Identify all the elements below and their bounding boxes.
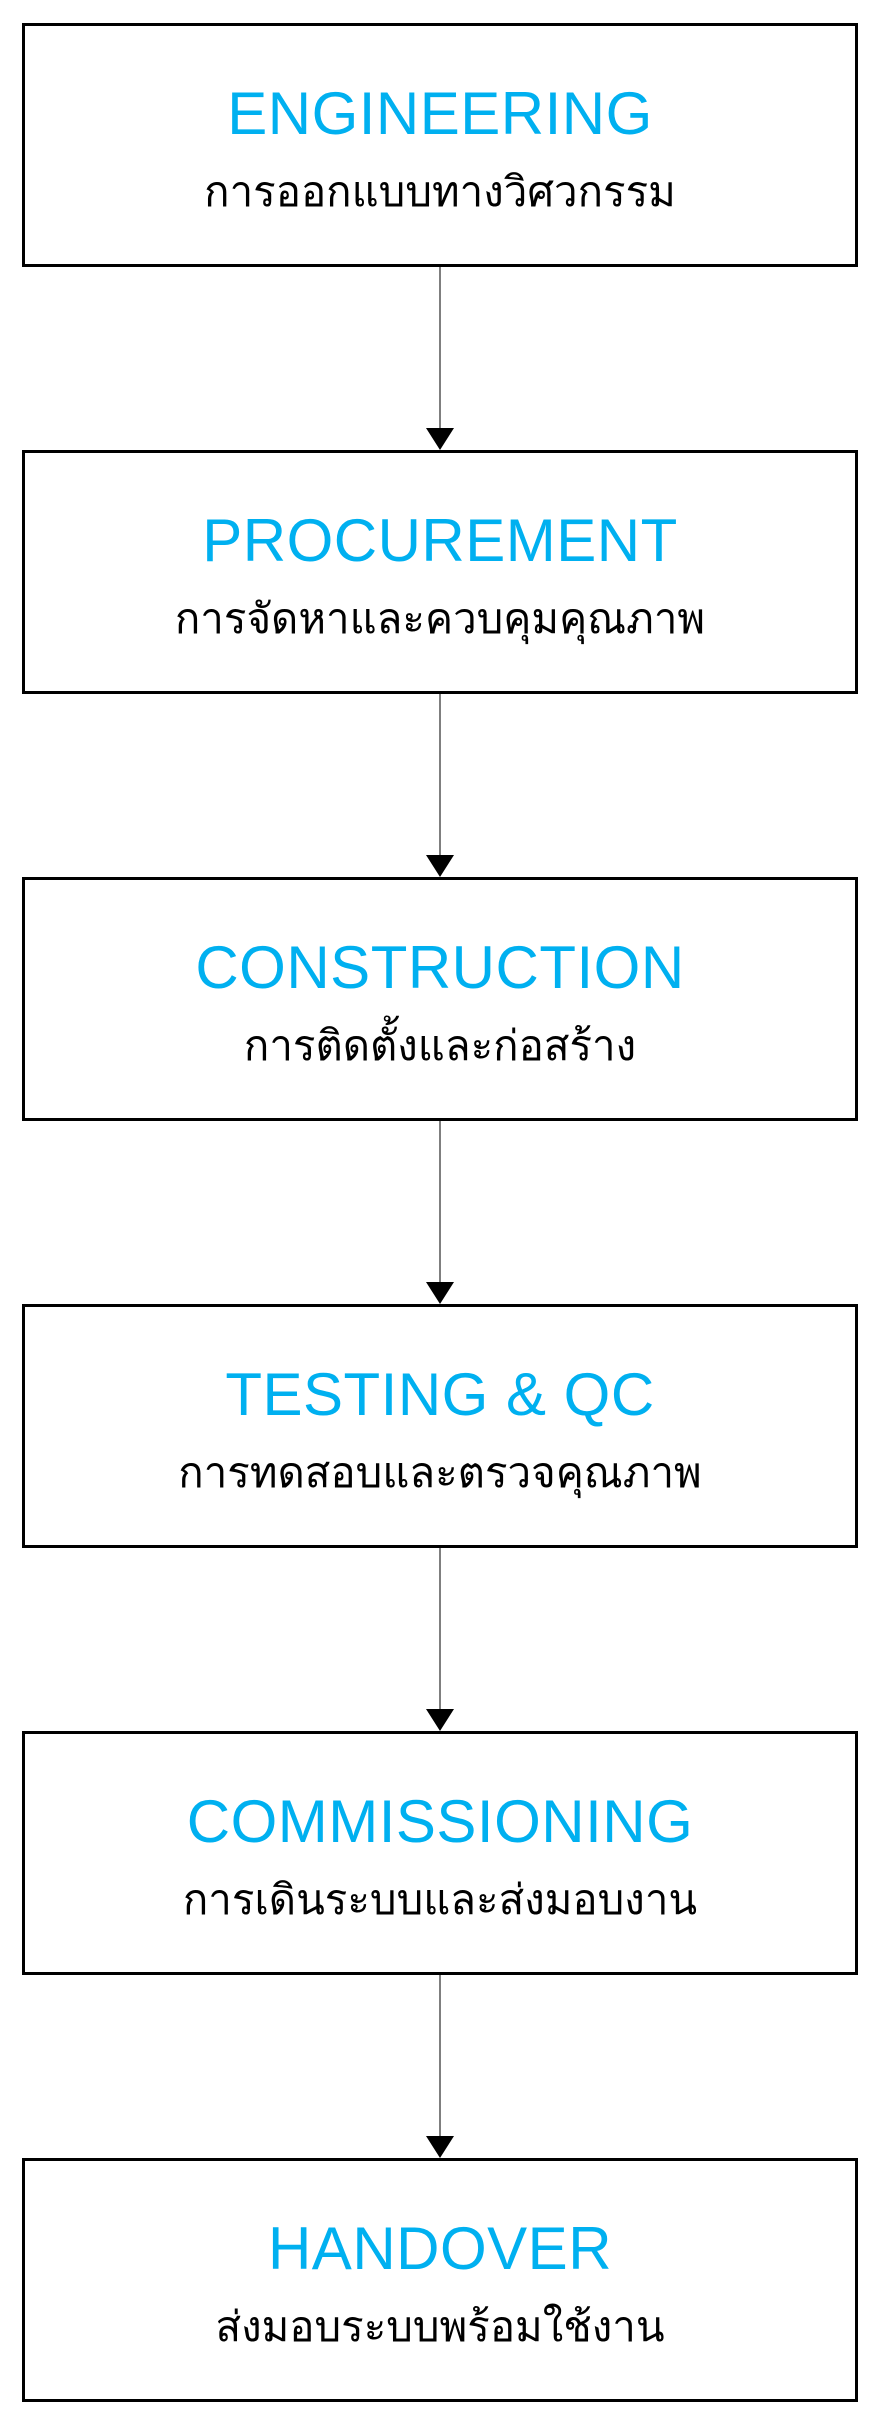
arrow-line bbox=[439, 267, 441, 428]
stage-subtitle: การออกแบบทางวิศวกรรม bbox=[204, 167, 676, 215]
stage-box-procurement: PROCUREMENT การจัดหาและควบคุมคุณภาพ bbox=[22, 450, 858, 694]
process-flowchart: ENGINEERING การออกแบบทางวิศวกรรม PROCURE… bbox=[22, 23, 858, 2402]
flow-connector bbox=[22, 1548, 858, 1731]
arrow-down-icon bbox=[426, 1709, 454, 1731]
stage-subtitle: การติดตั้งและก่อสร้าง bbox=[243, 1021, 637, 1069]
arrow-line bbox=[439, 694, 441, 855]
stage-box-engineering: ENGINEERING การออกแบบทางวิศวกรรม bbox=[22, 23, 858, 267]
stage-title: HANDOVER bbox=[267, 2214, 613, 2282]
arrow-down-icon bbox=[426, 2136, 454, 2158]
stage-subtitle: การทดสอบและตรวจคุณภาพ bbox=[178, 1448, 702, 1496]
stage-subtitle: การจัดหาและควบคุมคุณภาพ bbox=[174, 594, 706, 642]
stage-title: TESTING & QC bbox=[225, 1360, 655, 1428]
stage-title: COMMISSIONING bbox=[186, 1787, 694, 1855]
arrow-down-icon bbox=[426, 855, 454, 877]
stage-title: CONSTRUCTION bbox=[195, 933, 685, 1001]
flow-connector bbox=[22, 267, 858, 450]
stage-box-testing-qc: TESTING & QC การทดสอบและตรวจคุณภาพ bbox=[22, 1304, 858, 1548]
stage-box-construction: CONSTRUCTION การติดตั้งและก่อสร้าง bbox=[22, 877, 858, 1121]
flow-connector bbox=[22, 694, 858, 877]
arrow-line bbox=[439, 1548, 441, 1709]
arrow-down-icon bbox=[426, 1282, 454, 1304]
flow-connector bbox=[22, 1975, 858, 2158]
flow-connector bbox=[22, 1121, 858, 1304]
stage-title: PROCUREMENT bbox=[202, 506, 678, 574]
arrow-line bbox=[439, 1975, 441, 2136]
stage-subtitle: ส่งมอบระบบพร้อมใช้งาน bbox=[215, 2302, 665, 2350]
stage-subtitle: การเดินระบบและส่งมอบงาน bbox=[182, 1875, 698, 1923]
stage-title: ENGINEERING bbox=[227, 79, 653, 147]
arrow-line bbox=[439, 1121, 441, 1282]
arrow-down-icon bbox=[426, 428, 454, 450]
stage-box-handover: HANDOVER ส่งมอบระบบพร้อมใช้งาน bbox=[22, 2158, 858, 2402]
stage-box-commissioning: COMMISSIONING การเดินระบบและส่งมอบงาน bbox=[22, 1731, 858, 1975]
